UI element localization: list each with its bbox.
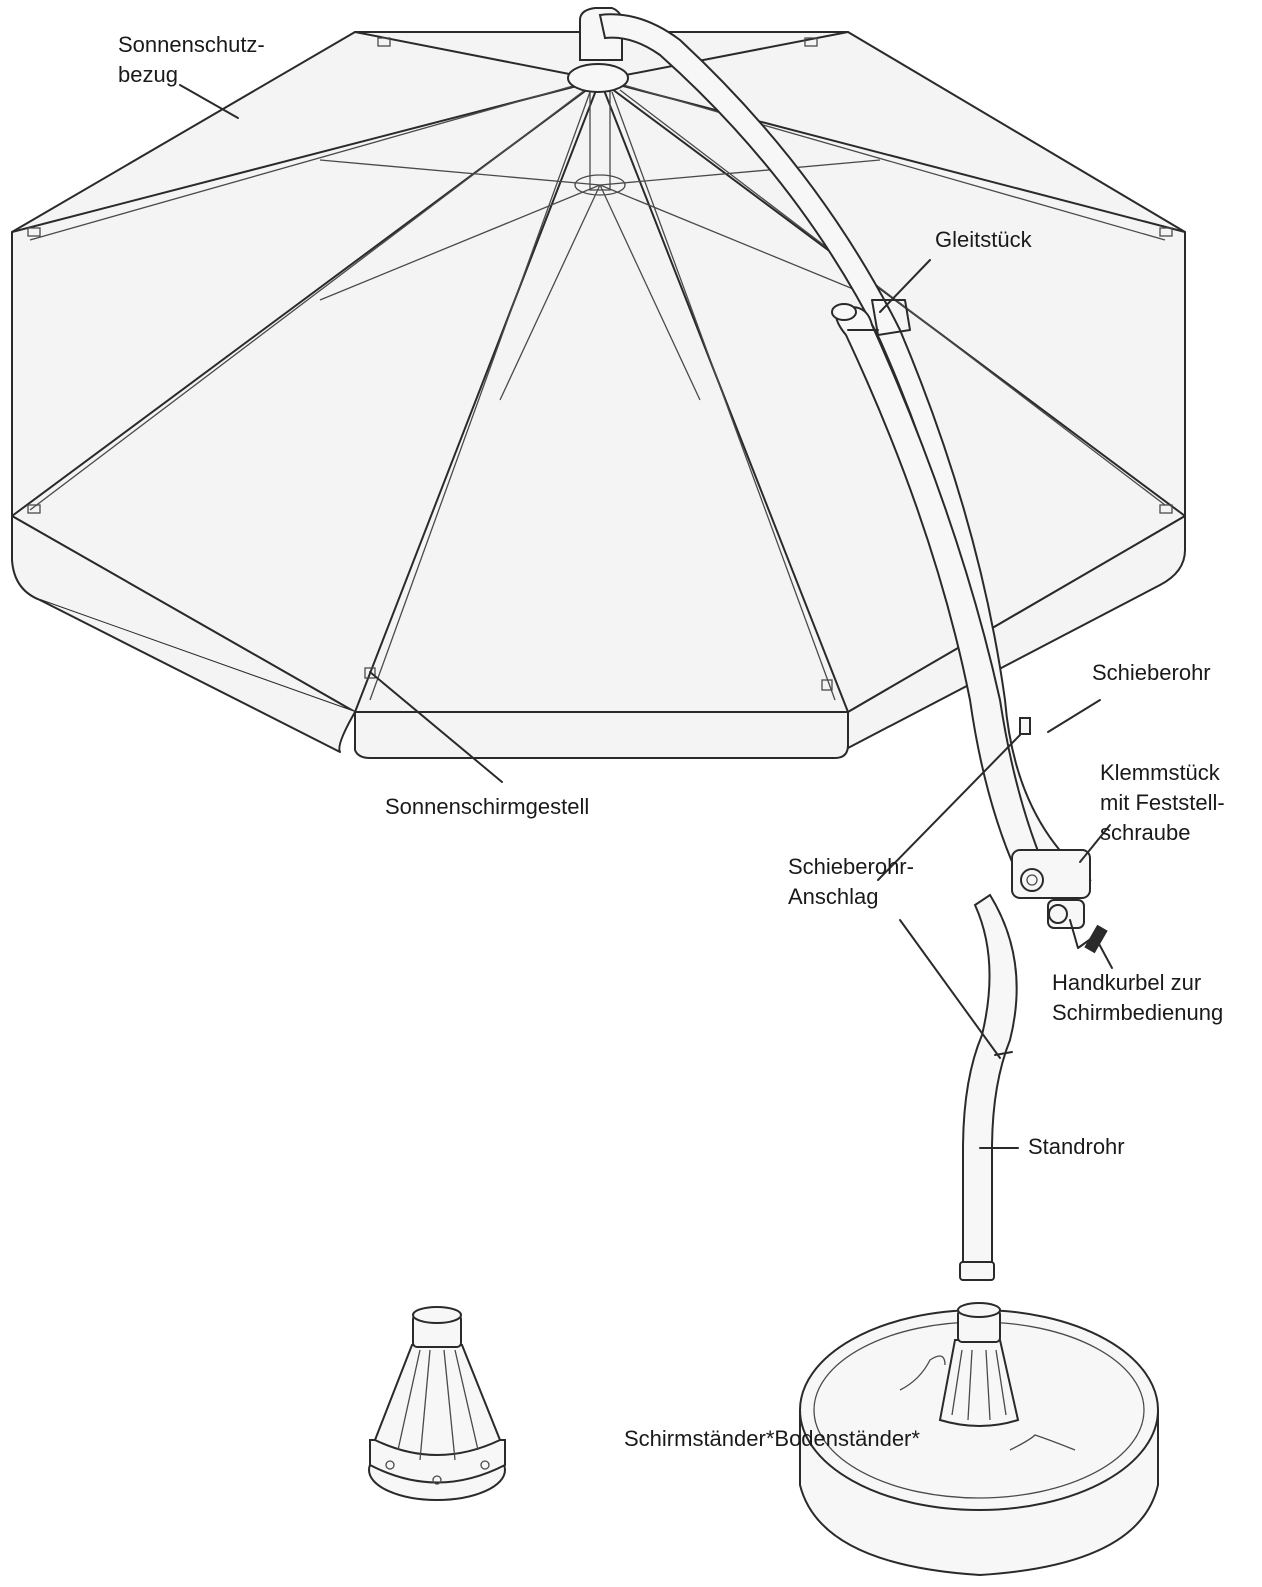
leader-lines bbox=[179, 84, 1113, 1149]
label-stand-tube: Standrohr bbox=[1028, 1134, 1125, 1159]
label-slide-stop-line2: Anschlag bbox=[788, 884, 879, 909]
label-sun-cover: Sonnenschutz- bezug bbox=[118, 30, 265, 90]
label-clamp-line3: schraube bbox=[1100, 820, 1191, 845]
label-clamp: Klemmstück mit Feststell- schraube bbox=[1100, 758, 1225, 848]
leader-slide-stop-lower bbox=[899, 919, 1001, 1059]
label-slide-stop: Schieberohr- Anschlag bbox=[788, 852, 914, 912]
umbrella-frame bbox=[11, 31, 1186, 713]
label-sun-cover-line2: bezug bbox=[118, 62, 178, 87]
label-umbrella-frame: Sonnenschirmgestell bbox=[385, 794, 590, 819]
label-clamp-line2: mit Feststell- bbox=[1100, 790, 1225, 815]
leader-crank bbox=[1097, 941, 1113, 969]
label-base: Schirmständer*Bodenständer* bbox=[624, 1426, 920, 1451]
label-clamp-line1: Klemmstück bbox=[1100, 760, 1220, 785]
round-base bbox=[799, 1302, 1159, 1577]
stand-tube bbox=[959, 893, 1018, 1281]
hand-crank bbox=[1069, 919, 1108, 954]
leader-clamp bbox=[1079, 824, 1111, 863]
label-slide-stop-line1: Schieberohr- bbox=[788, 854, 914, 879]
leader-slide-stop-upper bbox=[877, 734, 1021, 881]
label-hand-crank-line1: Handkurbel zur bbox=[1052, 970, 1202, 995]
ground-spike-stand bbox=[368, 1306, 506, 1501]
label-hand-crank: Handkurbel zur Schirmbedienung bbox=[1052, 968, 1223, 1028]
label-sun-cover-line1: Sonnenschutz- bbox=[118, 32, 265, 57]
clamp-piece bbox=[1011, 849, 1091, 929]
leader-slide-tube bbox=[1047, 699, 1101, 733]
label-hand-crank-line2: Schirmbedienung bbox=[1052, 1000, 1224, 1025]
label-slider: Gleitstück bbox=[935, 227, 1032, 252]
canopy-cover bbox=[11, 31, 1186, 759]
leader-frame bbox=[369, 671, 503, 783]
leader-slider bbox=[879, 259, 931, 313]
label-slide-tube: Schieberohr bbox=[1092, 660, 1211, 685]
leader-cover bbox=[179, 84, 239, 119]
